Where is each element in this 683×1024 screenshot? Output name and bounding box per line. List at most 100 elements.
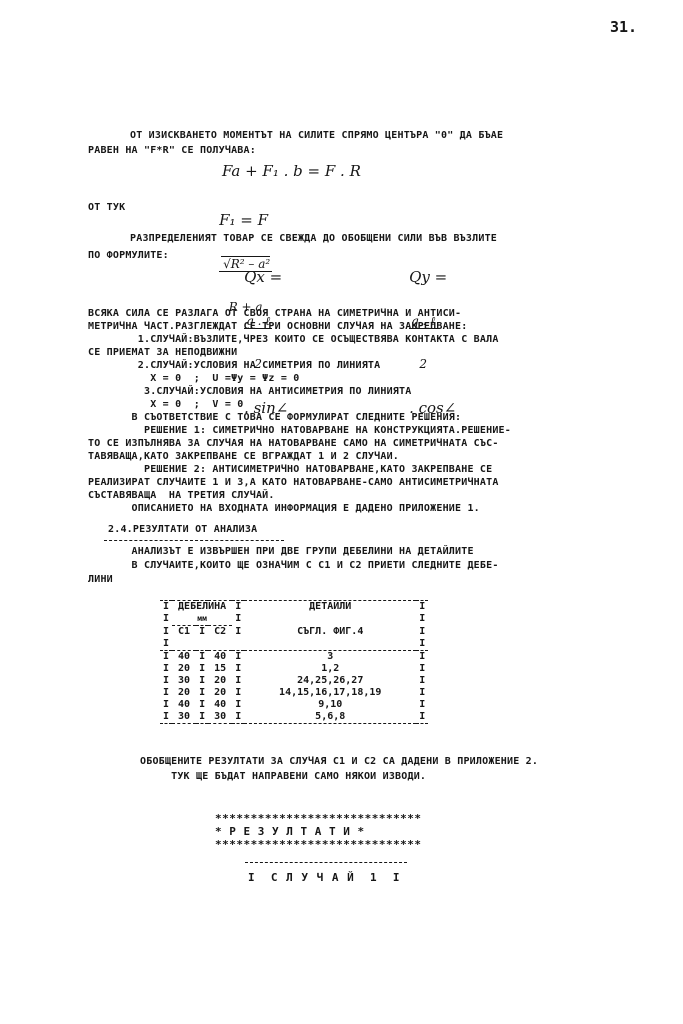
col-sep: I <box>160 711 173 724</box>
body-line: ТАВЯВАЩА,КАТО ЗАКРЕПВАНЕ СЕ ВГРАЖДАТ 1 И… <box>88 451 400 462</box>
header-rule <box>172 638 417 651</box>
cell-c1: 40 <box>178 699 191 710</box>
col-sep: I <box>163 687 170 698</box>
eq2-denominator: R + a <box>228 300 263 314</box>
summary-line: ТУК ЩЕ БЪДАТ НАПРАВЕНИ САМО НЯКОИ ИЗВОДИ… <box>140 771 427 782</box>
table-row: I 20 I 20 I 14,15,16,17,18,19 I <box>160 687 428 699</box>
body-line: РЕШЕНИЕ 2: АНТИСИМЕТРИЧНО НАТОВАРВАНЕ,КА… <box>88 464 493 475</box>
case-rule <box>245 862 407 863</box>
cell-c2: 20 <box>214 675 227 686</box>
qy-denominator: 2 <box>419 357 427 371</box>
ot-tuk-label: ОТ ТУК <box>88 202 126 213</box>
col-sep: I <box>163 675 170 686</box>
results-stars-top: ***************************** <box>215 812 422 825</box>
cell-c2: 40 <box>214 651 227 662</box>
cell-c1: 20 <box>178 663 191 674</box>
qy-fraction: q . ℓ 2 <box>409 286 438 399</box>
col-sep: I <box>416 711 429 724</box>
cell-c2: 15 <box>214 663 227 674</box>
col-sep: I <box>232 600 245 613</box>
page-number: 31. <box>610 18 638 36</box>
col-sep: I <box>160 600 173 613</box>
cell-details: 9,10 <box>318 699 343 710</box>
table-row: I 40 I 40 I 9,10 I <box>160 699 428 711</box>
cell-details: 5,6,8 <box>244 711 417 724</box>
summary-line: ОБОБЩЕНИТЕ РЕЗУЛТАТИ ЗА СЛУЧАЯ С1 И С2 С… <box>140 756 539 767</box>
table-row: I 30 I 20 I 24,25,26,27 I <box>160 675 428 687</box>
col-sep: I <box>232 711 245 724</box>
results-title: * Р Е З У Л Т А Т И * <box>215 825 365 838</box>
col-sep: I <box>419 625 426 637</box>
para2-line1: РАЗПРЕДЕЛЕНИЯТ ТОВАР СЕ СВЕЖДА ДО ОБОБЩЕ… <box>130 233 498 244</box>
table-row: I 20 I 15 I 1,2 I <box>160 663 428 675</box>
cell-c2: 30 <box>208 711 233 724</box>
details-header: ДЕТАЙЛИ <box>244 600 417 613</box>
cell-c2: 40 <box>214 699 227 710</box>
thickness-table: I ДЕБЕЛИНА I ДЕТАЙЛИ I I мм I I I С1 I С… <box>160 600 429 724</box>
body-line: 2.СЛУЧАЙ:УСЛОВИЯ НА СИМЕТРИЯ ПО ЛИНИЯТА <box>88 360 381 371</box>
qy-rhs: . cos∠ <box>409 399 457 417</box>
col-sep: I <box>199 675 206 686</box>
col-sep: I <box>416 600 429 613</box>
body-line: X = 0 ; U =Ψy = Ψz = 0 <box>88 373 300 384</box>
body-line: ТО СЕ ИЗПЪЛНЯВА ЗА СЛУЧАЯ НА НАТОВАРВАНЕ… <box>88 438 499 449</box>
para1-line1: ОТ ИЗИСКВАНЕТО МОМЕНТЪТ НА СИЛИТЕ СПРЯМО… <box>130 130 504 141</box>
eq2-lhs: F₁ = F <box>219 211 269 229</box>
col-sep: I <box>196 711 209 724</box>
col-sep: I <box>235 613 242 625</box>
col-sep: I <box>199 663 206 674</box>
body-line: РЕАЛИЗИРАТ СЛУЧАИТЕ 1 И 3,А КАТО НАТОВАР… <box>88 477 499 488</box>
col-sep: I <box>419 699 426 710</box>
col-sep: I <box>163 625 170 637</box>
col-sep: I <box>163 699 170 710</box>
details-spacer <box>244 613 416 626</box>
body-line: В СЪОТВЕТСТВИЕ С ТОВА СЕ ФОРМУЛИРАТ СЛЕД… <box>88 412 462 423</box>
c1-header: С1 <box>178 626 191 637</box>
body-line: СЕ ПРИЕМАТ ЗА НЕПОДВИЖНИ <box>88 347 238 358</box>
analysis-line: АНАЛИЗЪТ Е ИЗВЪРШЕН ПРИ ДВЕ ГРУПИ ДЕБЕЛИ… <box>88 546 474 557</box>
qx-numerator: q . ℓ <box>244 314 273 329</box>
results-stars-bottom: ***************************** <box>215 838 422 851</box>
cell-c1: 30 <box>172 711 197 724</box>
cell-c1: 30 <box>178 675 191 686</box>
col-sep: I <box>199 687 206 698</box>
body-line: X = 0 ; V = 0 <box>88 399 244 410</box>
group-header: ДЕБЕЛИНА <box>172 600 233 613</box>
col-sep: I <box>419 651 426 662</box>
qy-lhs: Qy = <box>409 268 448 286</box>
eq2-numerator: √R² – a² <box>221 256 271 271</box>
cell-details: 14,15,16,17,18,19 <box>279 687 382 698</box>
c2-header: С2 <box>214 626 227 637</box>
heading-underline <box>104 540 284 541</box>
equation-f1: F₁ = F √R² – a² R + a <box>200 193 273 360</box>
equation-qy: Qy = q . ℓ 2 . cos∠ <box>390 250 456 435</box>
cell-details: 24,25,26,27 <box>297 675 364 686</box>
col-sep: I <box>235 675 242 686</box>
analysis-line: В СЛУЧАИТЕ,КОИТО ЩЕ ОЗНАЧИМ С С1 И С2 ПР… <box>88 560 499 571</box>
col-sep: I <box>419 675 426 686</box>
col-sep: I <box>416 638 429 651</box>
analysis-line: ЛИНИ <box>88 574 113 585</box>
col-sep: I <box>235 663 242 674</box>
cell-c1: 20 <box>178 687 191 698</box>
body-line: ВСЯКА СИЛА СЕ РАЗЛАГА ОТ СВОЯ СТРАНА НА … <box>88 308 462 319</box>
col-sep: I <box>235 625 242 637</box>
col-sep: I <box>235 687 242 698</box>
col-sep: I <box>163 663 170 674</box>
col-sep: I <box>419 687 426 698</box>
table-row: I 40 I 40 I 3 I <box>160 651 428 664</box>
body-line: ОПИСАНИЕТО НА ВХОДНАТА ИНФОРМАЦИЯ Е ДАДЕ… <box>88 503 480 514</box>
col-sep: I <box>235 699 242 710</box>
body-line: МЕТРИЧНА ЧАСТ.РАЗГЛЕЖДАТ СЕ ТРИ ОСНОВНИ … <box>88 321 468 332</box>
qx-rhs: . sin∠ <box>244 399 289 417</box>
col-sep: I <box>199 651 206 662</box>
case-label: I С Л У Ч А Й 1 I <box>248 871 401 884</box>
col-sep: I <box>199 626 206 637</box>
qy-numerator: q . ℓ <box>409 314 438 329</box>
table-row: I 30 I 30 I 5,6,8 I <box>160 711 429 724</box>
section-heading: 2.4.РЕЗУЛТАТИ ОТ АНАЛИЗА <box>108 524 258 535</box>
eq2-fraction: √R² – a² R + a <box>219 229 273 342</box>
details-subheader: СЪГЛ. ФИГ.4 <box>297 625 364 637</box>
col-sep: I <box>163 613 170 625</box>
para1-line2: РАВЕН НА "F*R" СЕ ПОЛУЧАВА: <box>88 145 256 156</box>
